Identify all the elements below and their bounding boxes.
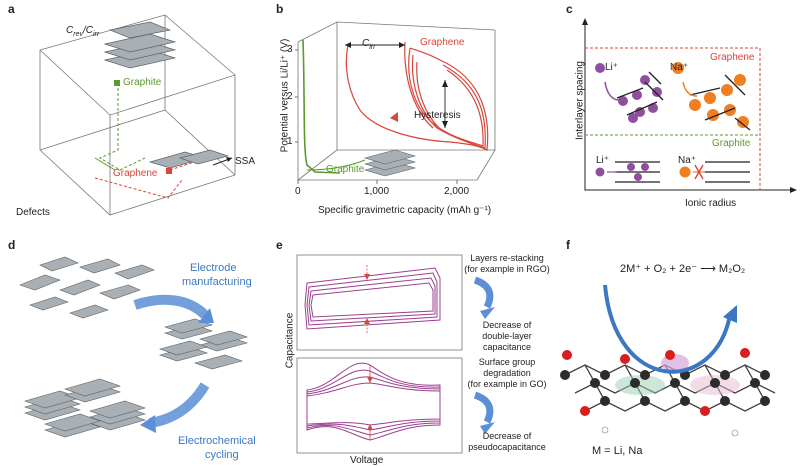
panel-letter-f: f bbox=[566, 238, 570, 252]
panel-b-x-axis-label: Specific gravimetric capacity (mAh g⁻¹) bbox=[318, 205, 492, 216]
panel-b-graphene-label: Graphene bbox=[420, 37, 465, 48]
panel-e-note3: Surface group degradation (for example i… bbox=[467, 357, 547, 389]
panel-d-electrode-label-2: manufacturing bbox=[182, 276, 252, 288]
panel-c-x-axis-label: Ionic radius bbox=[685, 198, 737, 209]
panel-e-note2: Decrease of double-layer capacitance bbox=[482, 320, 532, 352]
panel-c-na-intercalation-label: Na⁺ bbox=[678, 155, 697, 166]
panel-d-diagram bbox=[19, 256, 249, 438]
panel-letter-c: c bbox=[566, 2, 573, 16]
panel-d-electrochem-label-1: Electrochemical bbox=[178, 435, 256, 447]
panel-b-y-tick-3: 3 bbox=[287, 44, 293, 55]
panel-letter-b: b bbox=[276, 2, 284, 16]
panel-c-na-label: Na⁺ bbox=[670, 62, 689, 73]
panel-b-chart bbox=[295, 21, 496, 184]
panel-c-diagram bbox=[582, 18, 797, 193]
panel-a-defects-label: Defects bbox=[16, 207, 50, 218]
panel-c-y-axis-label: Interlayer spacing bbox=[574, 61, 586, 140]
panel-a-ssa-label: SSA bbox=[235, 156, 256, 167]
panel-c-graphite-label: Graphite bbox=[712, 138, 751, 149]
panel-letter-e: e bbox=[276, 238, 283, 252]
panel-e-x-axis-label: Voltage bbox=[350, 455, 384, 466]
panel-a-graphite-label: Graphite bbox=[123, 77, 162, 88]
panel-d-electrode-label-1: Electrode bbox=[190, 262, 237, 274]
panel-e-diagram bbox=[296, 254, 495, 454]
panel-letter-a: a bbox=[8, 2, 15, 16]
panel-b-cirr-label: Cirr bbox=[362, 38, 376, 51]
panel-b-x-tick-2000: 2,000 bbox=[444, 186, 470, 197]
panel-e-note4: Decrease of pseudocapacitance bbox=[468, 431, 546, 452]
panel-b-hysteresis-label: Hysteresis bbox=[414, 110, 461, 121]
panel-c-li-intercalation-label: Li⁺ bbox=[596, 155, 610, 166]
panel-d-electrochem-label-2: cycling bbox=[205, 449, 239, 461]
panel-b-y-tick-1: 1 bbox=[287, 136, 293, 147]
panel-a-diagram bbox=[39, 14, 236, 216]
panel-b-y-tick-2: 2 bbox=[287, 91, 293, 102]
panel-f-diagram bbox=[560, 284, 776, 437]
panel-a-z-axis-label: Crev/Cirr bbox=[66, 25, 100, 38]
panel-b-x-tick-1000: 1,000 bbox=[364, 186, 390, 197]
panel-f-metal-label: M = Li, Na bbox=[592, 445, 643, 457]
panel-letter-d: d bbox=[8, 238, 16, 252]
panel-e-y-axis-label: Capacitance bbox=[284, 312, 296, 369]
panel-b-x-tick-0: 0 bbox=[295, 186, 301, 197]
panel-b-graphite-label: Graphite bbox=[326, 164, 365, 175]
panel-f-reaction: 2M⁺ + O₂ + 2e⁻ ⟶ M₂O₂ bbox=[620, 263, 746, 275]
panel-c-graphene-label: Graphene bbox=[710, 52, 755, 63]
panel-e-note1: Layers re-stacking (for example in RGO) bbox=[464, 253, 550, 274]
panel-c-li-label: Li⁺ bbox=[605, 62, 619, 73]
panel-a-graphene-label: Graphene bbox=[113, 168, 158, 179]
